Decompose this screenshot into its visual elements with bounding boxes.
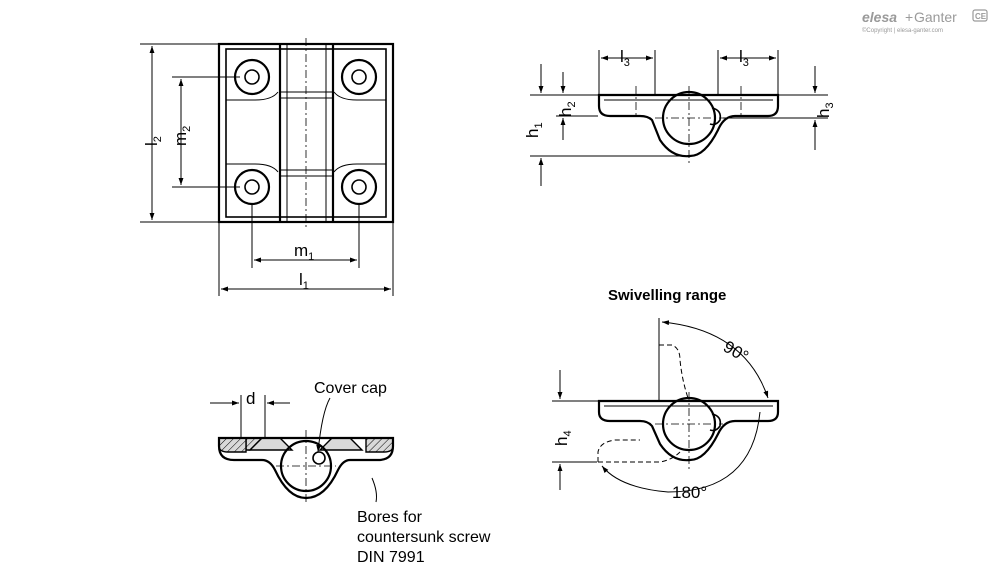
dim-d-label: d <box>246 389 255 408</box>
dim-h2-subscript: 2 <box>566 101 578 107</box>
swivel-view <box>552 318 780 493</box>
dim-l1-subscript: 1 <box>303 280 309 292</box>
cover-cap-label: Cover cap <box>314 380 387 397</box>
svg-text:l1: l1 <box>299 270 309 292</box>
svg-text:h2: h2 <box>556 101 578 117</box>
dim-l3-right-subscript: 3 <box>743 57 749 69</box>
dim-h3: h3 <box>814 102 836 118</box>
ce-mark: CE <box>975 12 987 21</box>
bores-label-line3: DIN 7991 <box>357 549 425 566</box>
dim-h4-subscript: 4 <box>562 430 574 436</box>
dim-m1-letter: m <box>294 241 308 260</box>
dim-l3-right: l3 <box>739 47 749 69</box>
dim-h3-subscript: 3 <box>824 102 836 108</box>
top-view <box>140 38 395 296</box>
logo-brand-b: Ganter <box>914 9 957 25</box>
dim-h1-subscript: 1 <box>533 122 545 128</box>
dim-h4: h4 <box>552 430 574 446</box>
bore-top-left <box>233 58 271 96</box>
bores-label-line2: countersunk screw <box>357 529 491 546</box>
dim-m1-subscript: 1 <box>308 251 314 263</box>
dim-h2: h2 <box>556 101 578 117</box>
dim-l2: l2 <box>142 136 164 146</box>
svg-text:l3: l3 <box>739 47 749 69</box>
dim-l3-left-subscript: 3 <box>624 57 630 69</box>
dim-l1-letter: l <box>299 270 303 289</box>
dim-h1-letter: h <box>523 129 542 138</box>
dim-l3-left: l3 <box>620 47 630 69</box>
bore-bottom-left <box>233 168 271 206</box>
dim-l3-left-letter: l <box>620 47 624 66</box>
logo-plus: + <box>905 9 913 25</box>
dim-m2: m2 <box>171 126 193 146</box>
svg-text:h3: h3 <box>814 102 836 118</box>
bore-bottom-right <box>340 168 378 206</box>
logo-brand-a: elesa <box>862 9 897 25</box>
svg-text:l2: l2 <box>142 136 164 146</box>
bore-top-right <box>340 58 378 96</box>
logo-copyright: ©Copyright | elesa-ganter.com <box>862 27 943 34</box>
dim-m2-letter: m <box>171 132 190 146</box>
angle-180-label: 180° <box>672 483 707 502</box>
brand-logo: elesa + Ganter ©Copyright | elesa-ganter… <box>862 9 988 34</box>
dim-h3-letter: h <box>814 109 833 118</box>
dim-m1: m1 <box>294 241 314 263</box>
dim-h4-letter: h <box>552 437 571 446</box>
dim-m2-subscript: 2 <box>181 126 193 132</box>
svg-text:h1: h1 <box>523 122 545 138</box>
svg-text:l3: l3 <box>620 47 630 69</box>
dim-h2-letter: h <box>556 108 575 117</box>
svg-text:m1: m1 <box>294 241 314 263</box>
dim-l2-subscript: 2 <box>152 136 164 142</box>
dim-l1: l1 <box>299 270 309 292</box>
ce-mark-frame <box>972 9 988 22</box>
bores-label-line1: Bores for <box>357 509 423 526</box>
svg-text:m2: m2 <box>171 126 193 146</box>
swivel-title: Swivelling range <box>608 287 726 304</box>
section-view <box>210 395 395 505</box>
side-view <box>530 50 828 186</box>
dim-l2-letter: l <box>142 142 161 146</box>
dim-l3-right-letter: l <box>739 47 743 66</box>
svg-text:h4: h4 <box>552 430 574 446</box>
dim-h1: h1 <box>523 122 545 138</box>
